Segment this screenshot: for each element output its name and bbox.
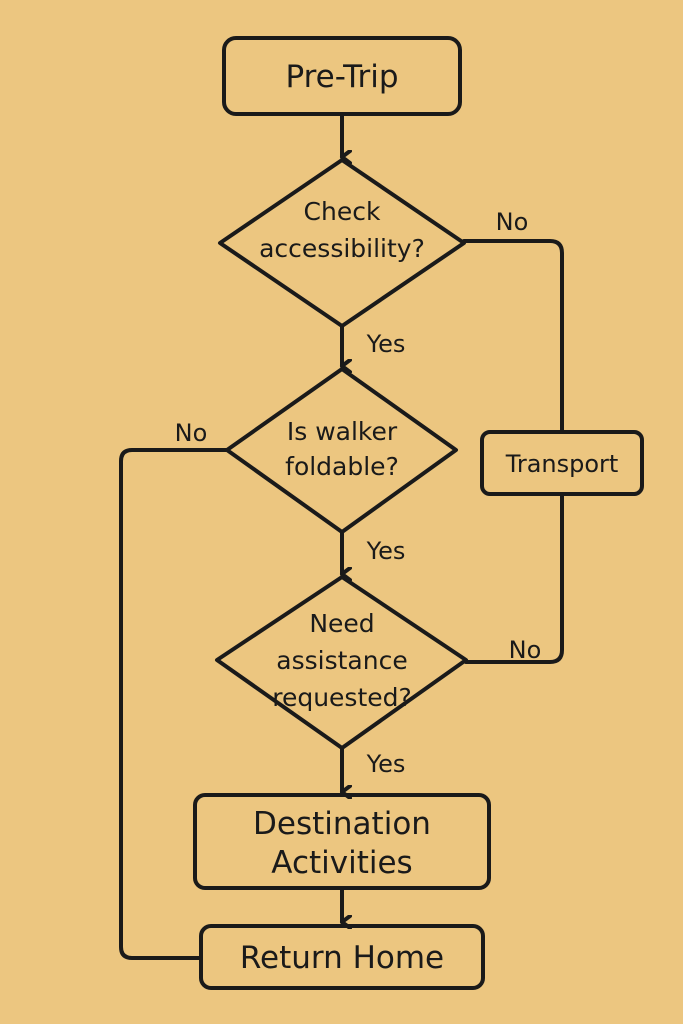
edge-transport-to-assistance-no — [464, 492, 564, 664]
walker-foldable-diamond — [225, 367, 458, 534]
walker-foldable-label-line-2: foldable? — [285, 452, 399, 481]
edge-walker-no-to-return — [119, 448, 229, 960]
walker-yes-label: Yes — [366, 537, 406, 565]
assistance-yes-label: Yes — [366, 750, 406, 778]
need-assistance-label-line-3: requested? — [272, 683, 412, 712]
check-yes-label: Yes — [366, 330, 406, 358]
need-assistance-diamond — [215, 575, 468, 750]
destination-activities-box — [193, 793, 491, 890]
destination-activities-label-line-1: Destination — [253, 806, 431, 842]
transport-box — [480, 430, 644, 496]
pre-trip-box — [222, 36, 462, 116]
check-no-label: No — [496, 208, 529, 236]
transport-label: Transport — [505, 450, 619, 478]
need-assistance-label-line-2: assistance — [276, 646, 407, 675]
assistance-no-label: No — [509, 636, 542, 664]
return-home-box — [199, 924, 485, 990]
check-accessibility-diamond — [218, 158, 466, 328]
check-accessibility-label-line-2: accessibility? — [259, 234, 425, 263]
pre-trip-label: Pre-Trip — [285, 59, 398, 95]
need-assistance-label-line-1: Need — [309, 609, 374, 638]
edge-check-no-to-transport — [462, 239, 564, 434]
return-home-label: Return Home — [240, 940, 444, 976]
walker-foldable-label-line-1: Is walker — [287, 417, 398, 446]
destination-activities-label-line-2: Activities — [271, 845, 412, 881]
check-accessibility-label-line-1: Check — [304, 197, 381, 226]
walker-no-label: No — [175, 419, 208, 447]
